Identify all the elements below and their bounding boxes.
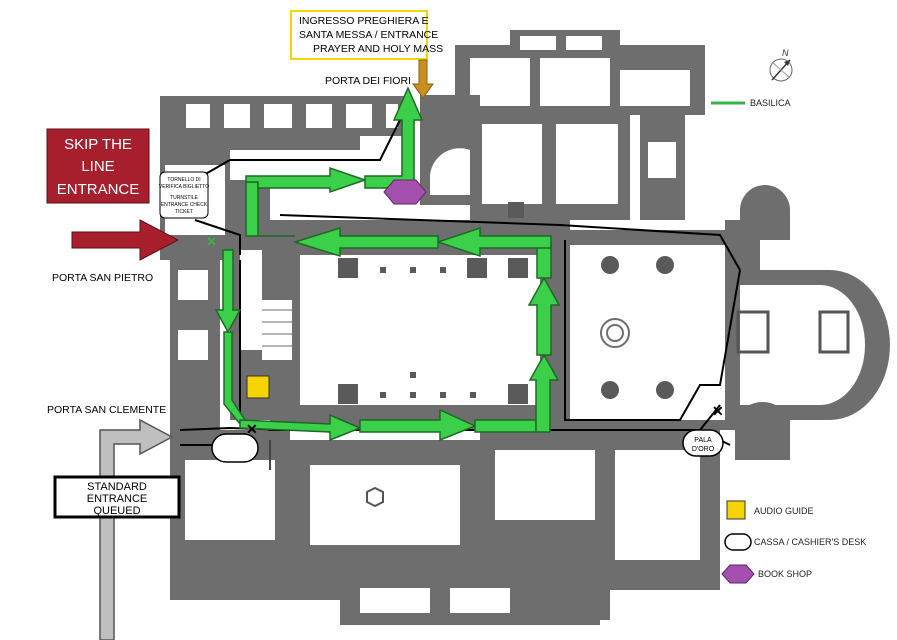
turnstile-cross-black-east: ✕ bbox=[712, 403, 724, 419]
audio-guide-marker bbox=[246, 375, 270, 399]
porta-dei-fiori-label: PORTA DEI FIORI bbox=[325, 75, 411, 87]
standard-entrance-arrow bbox=[99, 418, 174, 640]
skip-the-line-line-1: SKIP THE bbox=[64, 136, 132, 153]
turnstile-cross-black-south: ✕ bbox=[246, 421, 258, 437]
legend-audio-guide-label: AUDIO GUIDE bbox=[754, 506, 814, 516]
standard-entrance-line-1: STANDARD bbox=[87, 481, 147, 493]
route-arrow-down-left bbox=[214, 249, 242, 334]
route-bottom-horizontal bbox=[239, 413, 362, 442]
legend-book-shop-label: BOOK SHOP bbox=[758, 569, 812, 579]
turnstile-text-4: TURNSTILE bbox=[170, 195, 198, 201]
skip-the-line-line-2: LINE bbox=[81, 158, 114, 175]
skip-the-line-arrow bbox=[71, 219, 180, 261]
entrance-arrow-down bbox=[412, 59, 434, 99]
pala-doro-line-1: PALA bbox=[694, 437, 712, 444]
entrance-prayer-line-1: INGRESSO PREGHIERA E bbox=[299, 15, 429, 27]
legend-audio-guide-swatch bbox=[726, 500, 746, 520]
legend-cashier-label: CASSA / CASHIER'S DESK bbox=[754, 537, 866, 547]
entrance-prayer-line-3: PRAYER AND HOLY MASS bbox=[313, 43, 443, 55]
turnstile-cross-green: ✕ bbox=[206, 234, 217, 249]
cashier-desk-marker bbox=[211, 433, 259, 463]
standard-entrance-line-2: ENTRANCE bbox=[87, 493, 148, 505]
route-right-vertical bbox=[528, 353, 560, 433]
turnstile-markers: ✕ ✕ ✕ bbox=[206, 234, 724, 437]
route-top-horizontal bbox=[435, 226, 552, 258]
building-walls bbox=[160, 30, 890, 625]
porta-san-clemente-label: PORTA SAN CLEMENTE bbox=[47, 404, 166, 416]
legend-basilica-label: BASILICA bbox=[750, 98, 791, 108]
legend: BASILICA AUDIO GUIDE CASSA / CASHIER'S D… bbox=[711, 98, 866, 584]
standard-entrance-line-3: QUEUED bbox=[93, 505, 140, 517]
green-route bbox=[214, 86, 561, 442]
turnstile-callout bbox=[159, 171, 209, 219]
skip-the-line-box bbox=[46, 128, 150, 204]
pala-doro-marker bbox=[682, 429, 724, 457]
standard-entrance-box bbox=[53, 475, 181, 519]
book-shop-marker bbox=[383, 179, 427, 205]
turnstile-text-5: ENTRANCE CHECK bbox=[161, 202, 208, 208]
entrance-prayer-box bbox=[290, 10, 428, 60]
compass-north-label: N bbox=[782, 48, 789, 58]
legend-cashier-swatch bbox=[724, 533, 752, 551]
entrance-prayer-line-2: SANTA MESSA / ENTRANCE bbox=[299, 29, 438, 41]
turnstile-text-6: TICKET bbox=[175, 209, 193, 215]
compass-icon: N bbox=[769, 48, 793, 82]
interior-piers bbox=[269, 202, 850, 508]
turnstile-text-1: TORNELLO DI bbox=[167, 177, 200, 183]
turnstile-text-2: VERIFICA BIGLIETTO bbox=[159, 184, 209, 190]
porta-san-pietro-label: PORTA SAN PIETRO bbox=[52, 272, 153, 284]
pala-doro-line-2: D'ORO bbox=[692, 446, 715, 453]
legend-book-shop-swatch bbox=[721, 564, 755, 584]
skip-the-line-line-3: ENTRANCE bbox=[57, 181, 140, 198]
